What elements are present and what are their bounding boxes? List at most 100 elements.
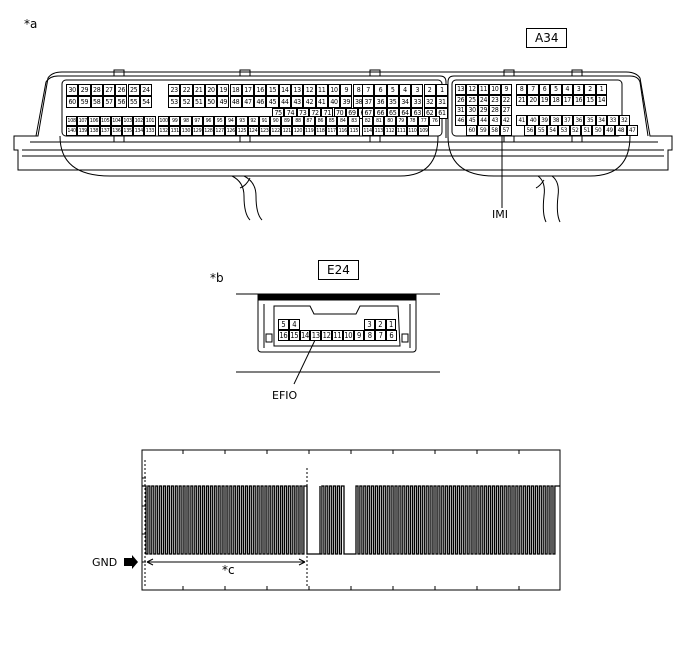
pin-cell: 1 — [385, 319, 397, 330]
pin-cell: 77 — [418, 116, 430, 126]
pin-cell: 60 — [66, 96, 79, 108]
pin-cell: 127 — [214, 126, 226, 136]
pin-cell: 113 — [373, 126, 385, 136]
pin-cell: 94 — [225, 116, 237, 126]
efio-leader-line — [293, 337, 317, 385]
pin-cell: 52 — [569, 125, 581, 136]
pin-cell: 101 — [144, 116, 156, 126]
pin-cell: 3 — [573, 84, 585, 95]
scope-waveform — [142, 485, 560, 555]
connector-b-label: E24 — [318, 260, 359, 280]
pin-cell: 30 — [66, 84, 79, 96]
pin-cell: 56 — [115, 96, 128, 108]
pin-cell: 125 — [236, 126, 248, 136]
pin-cell: 53 — [558, 125, 570, 136]
pin-cell: 9 — [353, 330, 365, 341]
pin-cell: 58 — [488, 125, 501, 136]
a34-tab — [571, 69, 583, 77]
pin-cell: 13 — [291, 84, 304, 96]
pin-cell: 12 — [466, 84, 478, 95]
a34-tab — [113, 69, 125, 77]
pin-cell: 133 — [144, 126, 156, 136]
pin-cell: 3 — [364, 319, 375, 330]
pin-cell: 12 — [303, 84, 316, 96]
pin-cell: 82 — [362, 116, 374, 126]
a34-tab — [369, 135, 381, 143]
pin-cell: 58 — [90, 96, 103, 108]
marker-b: *b — [210, 271, 224, 285]
pin-cell: 7 — [527, 84, 539, 95]
pin-cell: 121 — [281, 126, 293, 136]
a34-tab — [239, 135, 251, 143]
pin-cell: 44 — [278, 96, 291, 108]
pin-cell: 10 — [489, 84, 501, 95]
pin-cell: 29 — [78, 84, 91, 96]
pin-cell: 51 — [581, 125, 593, 136]
pin-cell: 36 — [374, 96, 387, 108]
pin-cell: 112 — [384, 126, 396, 136]
pin-cell: 10 — [342, 330, 354, 341]
pin-cell: 79 — [395, 116, 407, 126]
pin-cell: 4 — [398, 84, 412, 96]
pin-cell: 54 — [139, 96, 153, 108]
pin-cell: 16 — [573, 95, 585, 106]
pin-cell: 60 — [466, 125, 478, 136]
pin-cell: 48 — [615, 125, 627, 136]
pin-cell: 10 — [327, 84, 341, 96]
pin-cell: 99 — [169, 116, 181, 126]
pin-cell: 20 — [204, 84, 218, 96]
e24-latch — [265, 333, 273, 343]
a34-tab — [571, 135, 583, 143]
pin-cell: 56 — [524, 125, 536, 136]
pin-cell: 5 — [550, 84, 562, 95]
a34-tab — [369, 69, 381, 77]
pin-cell: 76 — [429, 116, 441, 126]
pin-cell: 48 — [229, 96, 242, 108]
pin-cell: 102 — [133, 116, 145, 126]
e24-latch — [401, 333, 409, 343]
e24-side-rails — [263, 304, 411, 348]
a34-tab — [113, 135, 125, 143]
e24-housing-top — [257, 293, 417, 301]
pin-cell: 128 — [202, 126, 214, 136]
a34-inner-shelf — [22, 141, 664, 157]
pin-cell: 45 — [266, 96, 279, 108]
a34-right-rim — [447, 75, 649, 138]
pin-cell: 57 — [500, 125, 512, 136]
pin-cell: 33 — [411, 96, 424, 108]
pin-cell: 90 — [270, 116, 282, 126]
pin-cell: 126 — [225, 126, 237, 136]
pin-cell: 89 — [281, 116, 293, 126]
marker-a: *a — [24, 17, 38, 31]
pin-cell: 3 — [411, 84, 424, 96]
pin-cell: 59 — [78, 96, 91, 108]
gnd-arrow-icon — [124, 555, 138, 569]
a34-wire-right-1 — [535, 175, 561, 223]
pin-cell: 35 — [386, 96, 399, 108]
pin-cell: 11 — [315, 84, 328, 96]
pin-cell: 120 — [292, 126, 304, 136]
pin-cell: 25 — [127, 84, 140, 96]
pin-cell: 15 — [288, 330, 300, 341]
scope-ticks — [142, 450, 520, 590]
pin-cell: 14 — [299, 330, 311, 341]
pin-cell: 27 — [102, 84, 116, 96]
pin-cell: 114 — [362, 126, 374, 136]
pin-cell: 19 — [217, 84, 230, 96]
pin-cell: 13 — [455, 84, 467, 95]
pin-cell: 40 — [327, 96, 341, 108]
pin-cell: 51 — [192, 96, 205, 108]
pin-cell: 131 — [169, 126, 181, 136]
pin-cell: 5 — [278, 319, 289, 330]
pin-cell: 122 — [270, 126, 282, 136]
pin-cell: 138 — [88, 126, 100, 136]
a34-harness-right — [447, 135, 631, 177]
pin-cell: 26 — [115, 84, 128, 96]
pin-cell: 17 — [241, 84, 255, 96]
pin-cell: 100 — [158, 116, 170, 126]
pin-cell: 20 — [527, 95, 539, 106]
pin-cell: 21 — [516, 95, 528, 106]
pin-cell: 4 — [561, 84, 573, 95]
